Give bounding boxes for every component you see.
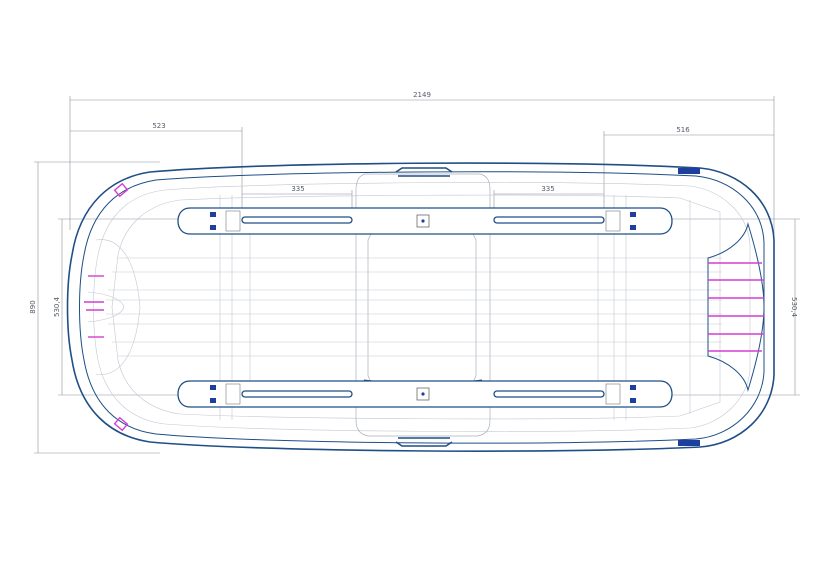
rail-bottom — [177, 380, 673, 408]
handles — [395, 167, 453, 447]
clamp-blocks — [225, 210, 621, 405]
rear-ribs-accent — [708, 262, 764, 352]
dimension-rail-length-left: 335 — [291, 185, 304, 193]
dimension-rail-spacing-right: 530,4 — [790, 297, 798, 318]
dimension-front-offset: 523 — [152, 122, 165, 130]
dimension-lines — [34, 96, 800, 454]
dimension-rail-spacing-left: 530,4 — [53, 296, 61, 317]
dimension-rear-offset: 516 — [676, 126, 690, 134]
dimension-overall-length: 2149 — [413, 91, 431, 99]
rear-hinge-block — [678, 168, 765, 446]
box-outline — [66, 162, 775, 452]
dimension-overall-width: 890 — [29, 300, 37, 313]
front-accent-marks — [84, 182, 129, 432]
rail-top — [177, 207, 673, 235]
dimension-rail-length-right: 335 — [541, 185, 554, 193]
